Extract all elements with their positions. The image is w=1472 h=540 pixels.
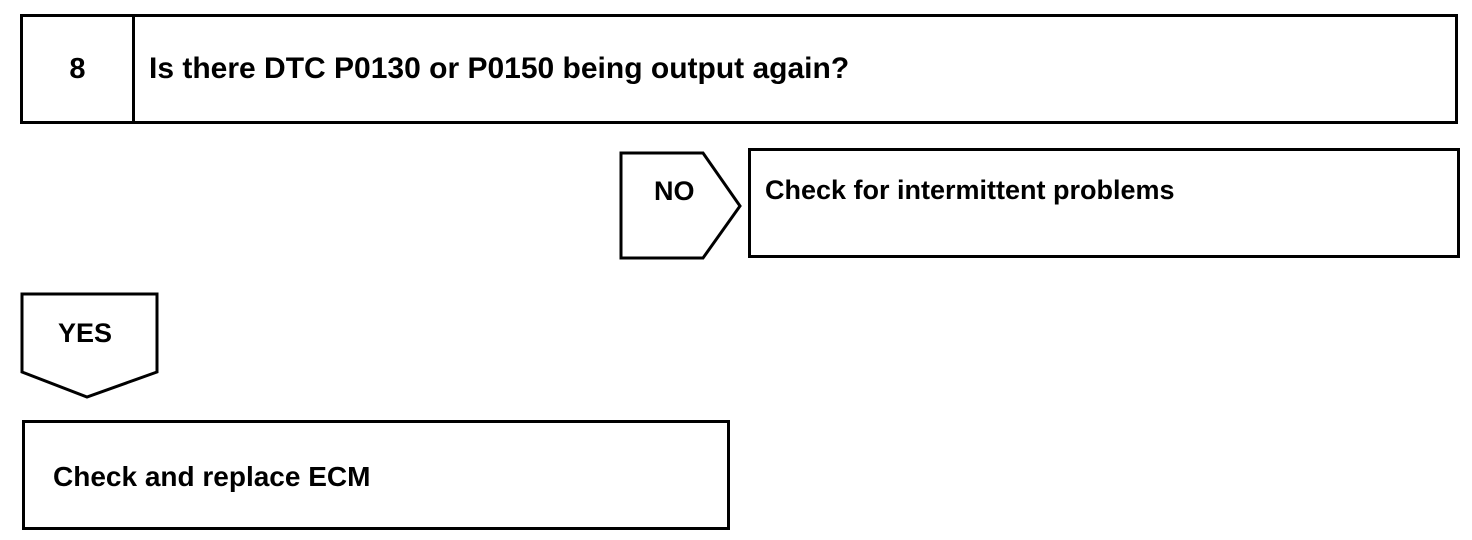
yes-branch-label: YES	[58, 318, 113, 348]
no-branch-label: NO	[654, 176, 695, 206]
yes-result-text: Check and replace ECM	[53, 461, 371, 492]
step-question: Is there DTC P0130 or P0150 being output…	[149, 52, 850, 85]
no-result-text: Check for intermittent problems	[765, 175, 1175, 205]
step-number: 8	[23, 17, 135, 121]
yes-result-box: Check and replace ECM	[22, 420, 730, 530]
step-box: 8 Is there DTC P0130 or P0150 being outp…	[20, 14, 1458, 124]
no-result-box: Check for intermittent problems	[748, 148, 1460, 258]
